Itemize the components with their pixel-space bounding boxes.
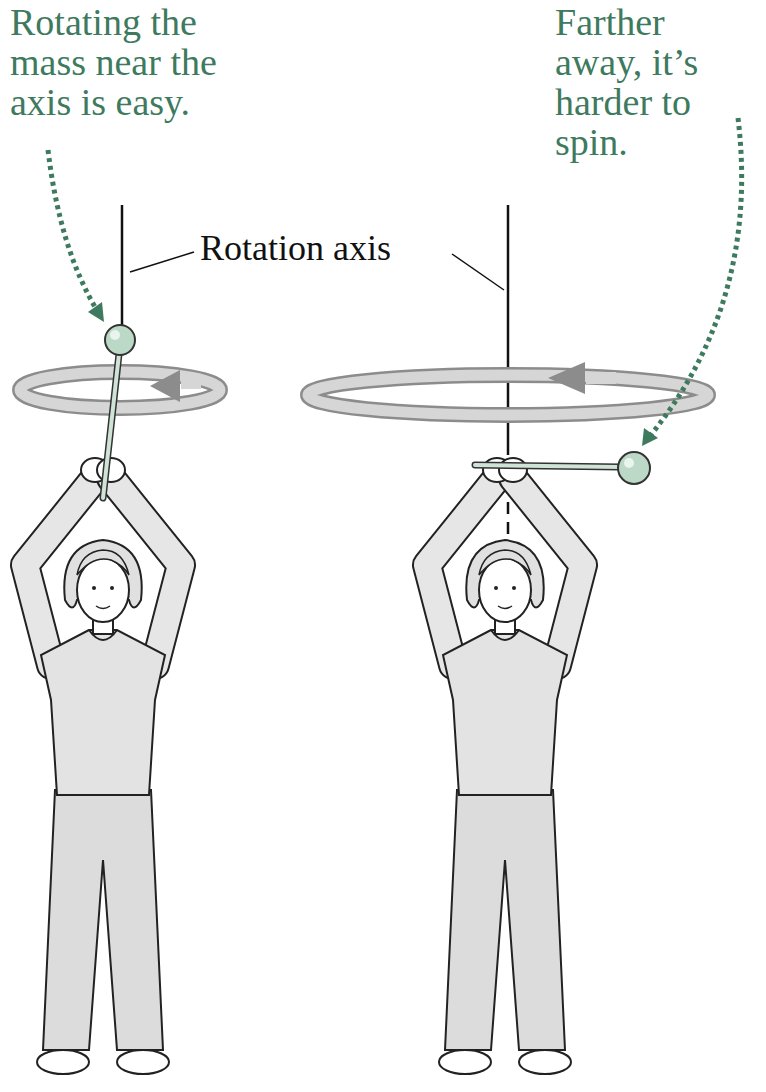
person-figure bbox=[427, 458, 583, 1074]
mass-ball bbox=[105, 325, 135, 355]
callout-text: Farther away, it’s harder to spin. bbox=[555, 2, 751, 162]
rod bbox=[103, 345, 120, 498]
rod bbox=[475, 465, 620, 467]
rotation-ring bbox=[308, 362, 708, 415]
callout-text: Rotating the mass near the axis is easy. bbox=[10, 2, 260, 122]
axis-label: Rotation axis bbox=[200, 228, 391, 268]
callout-arrow bbox=[650, 118, 742, 436]
callout-arrow bbox=[48, 150, 98, 312]
mass-ball bbox=[618, 452, 650, 484]
leader-line bbox=[452, 254, 504, 290]
leader-line bbox=[130, 252, 194, 272]
person-figure bbox=[25, 458, 181, 1074]
rotation-axis-line bbox=[121, 205, 124, 325]
